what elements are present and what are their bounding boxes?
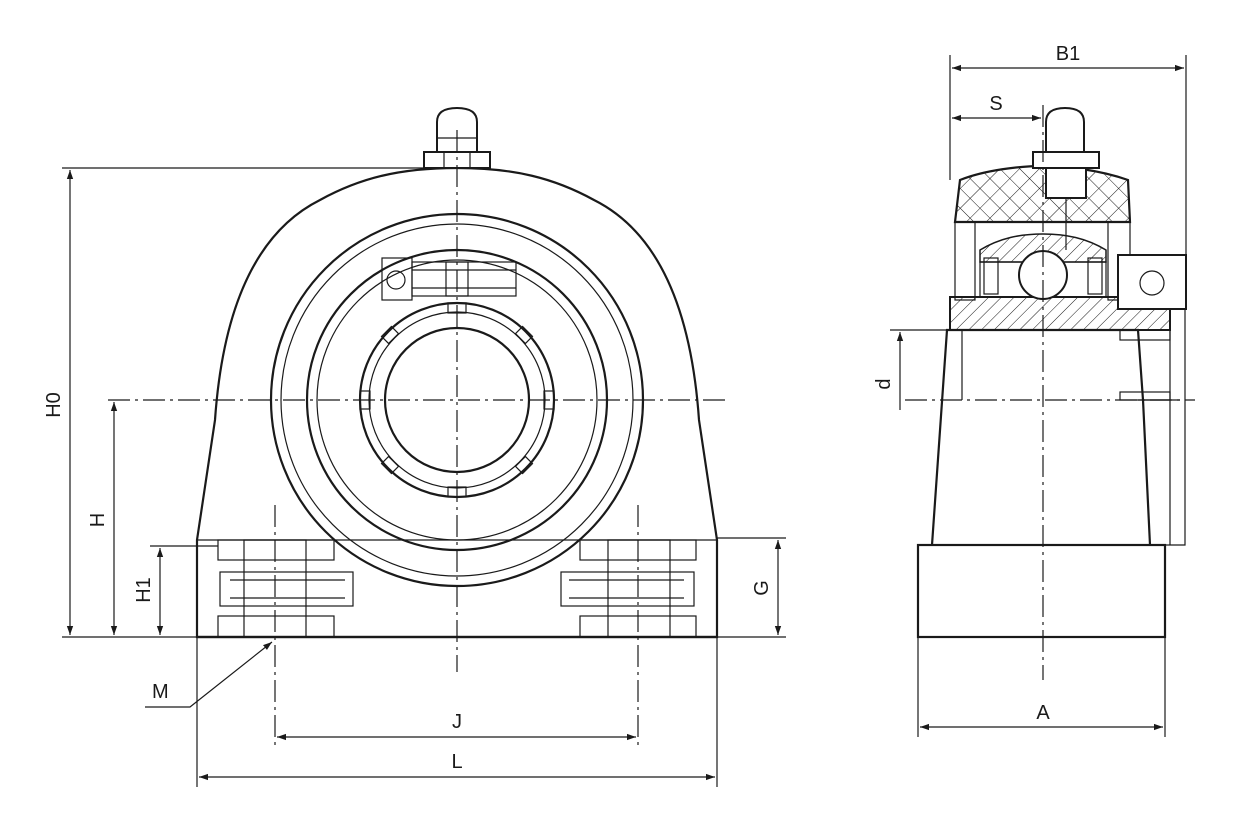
label-s: S [989, 93, 1002, 115]
label-h1: H1 [133, 577, 155, 603]
side-grease-nipple [1032, 106, 1100, 250]
label-l: L [451, 751, 462, 773]
set-screw [381, 257, 517, 301]
front-view: H0 H H1 G M J L [43, 106, 786, 787]
label-g: G [751, 580, 773, 596]
label-h: H [87, 513, 109, 527]
side-pedestal [930, 328, 1152, 546]
side-base-block [916, 543, 1167, 639]
left-mounting-bolt [217, 539, 354, 638]
label-m: M [152, 681, 169, 703]
label-j: J [452, 711, 462, 733]
leader-line-m [145, 641, 273, 708]
side-set-screw [1117, 254, 1187, 546]
label-a: A [1036, 702, 1050, 724]
side-view: B1 S d A [873, 43, 1195, 737]
bearing-outer-ring-inner [316, 259, 598, 541]
label-d: d [873, 378, 895, 389]
label-b1: B1 [1056, 43, 1080, 65]
label-h0: H0 [43, 392, 65, 418]
right-mounting-bolt [560, 539, 697, 638]
bearing-outer-ring [305, 248, 609, 552]
